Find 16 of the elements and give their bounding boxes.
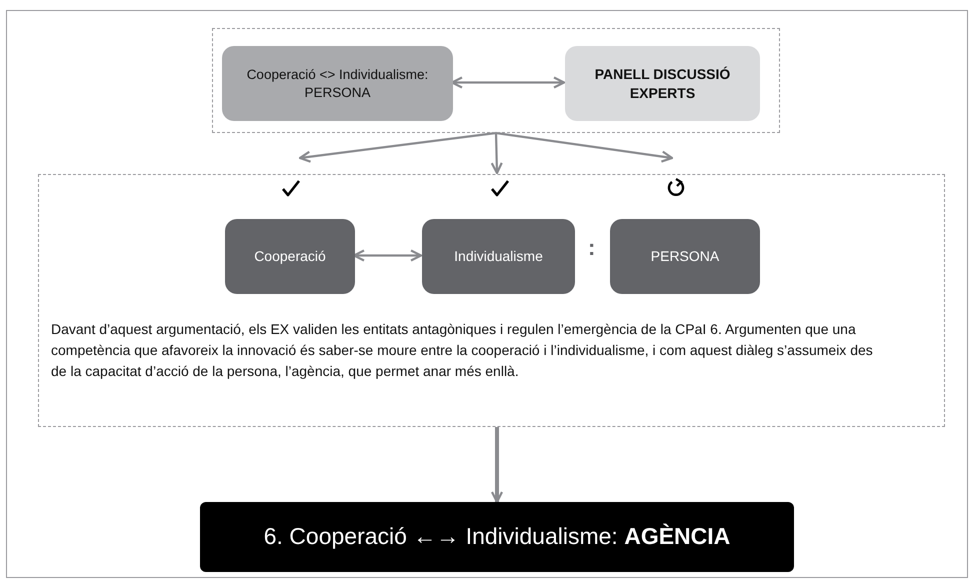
dashed-group-frame [212,28,780,133]
arrow [496,132,674,163]
concept-box: Individualisme [422,219,575,294]
dashed-group-frame [38,174,945,427]
description-paragraph: Davant d’aquest argumentació, els EX validen les entitats antagòniques i regulen l’emergència de la CPaI 6. Argumenten que una competència que afavoreix la innovació és saber-se moure entre la cooperació i l’individualisme, i com aquest diàleg s’assumeix des de la capacitat d’acció de la persona, l’agència, que permet anar més enllà. [51,320,874,381]
arrow [352,249,422,262]
arrow [490,132,503,174]
separator-label: : [588,235,596,261]
concept-box: Cooperació <> Individualisme: PERSONA [222,46,453,121]
result-box: 6. Cooperació ←→ Individualisme: AGÈNCIA [200,502,794,572]
arrow [298,132,496,163]
arrow [450,76,566,89]
concept-box: Cooperació [225,219,355,294]
arrow [490,427,504,504]
concept-box: PANELL DISCUSSIÓ EXPERTS [565,46,760,121]
concept-box: PERSONA [610,219,760,294]
